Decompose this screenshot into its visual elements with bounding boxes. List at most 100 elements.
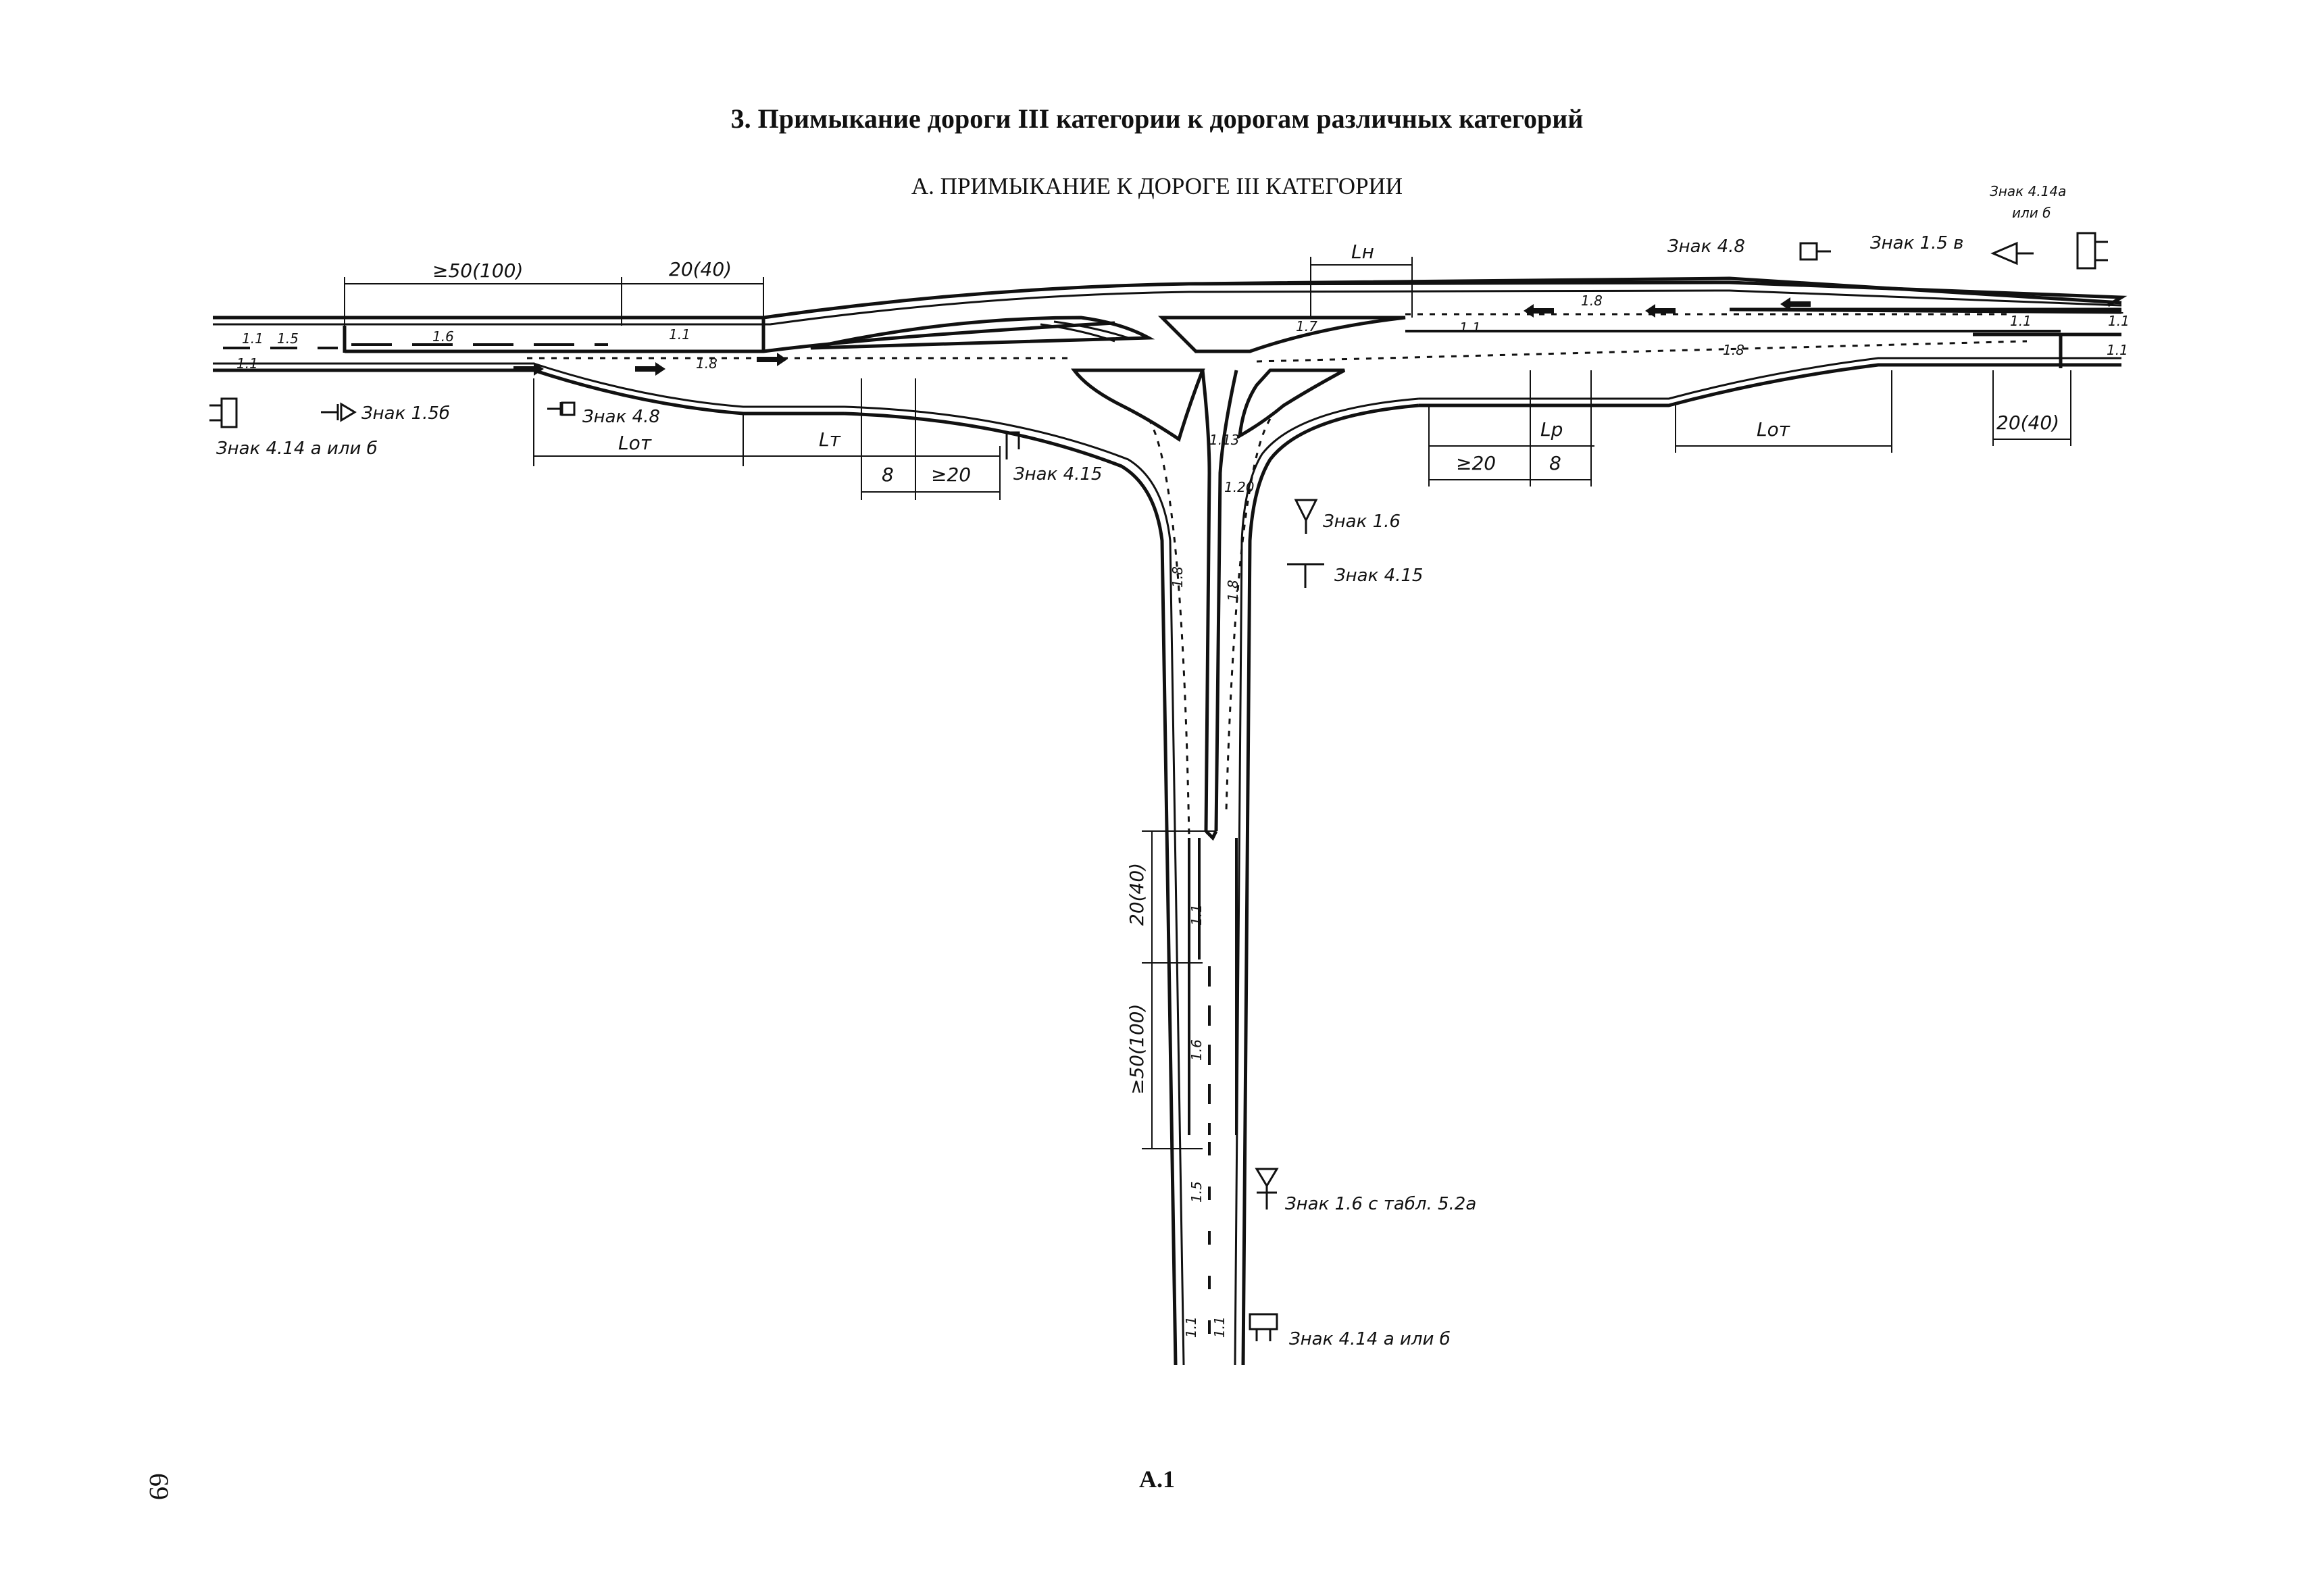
sign-15b-icon: [321, 402, 357, 422]
label-m-1-6-a: 1.6: [432, 328, 454, 345]
label-znak-414-left: Знак 4.14 а или б: [216, 439, 378, 459]
sign-48-left-icon: [547, 402, 562, 416]
label-m-1-5-b: 1.5: [1188, 1181, 1205, 1203]
main-road-upper-right: [1188, 276, 2122, 305]
label-m-1-8-d: 1.8: [1169, 566, 1186, 588]
label-znak-415-left: Знак 4.15: [1013, 464, 1102, 484]
arrow-left-3: [1780, 297, 1811, 311]
sec-road-right-edge: [1241, 403, 1419, 1366]
label-m-1-5-a: 1.5: [277, 330, 299, 347]
secondary-road: [844, 370, 1419, 1366]
sign-15v-icon: [1990, 241, 2034, 266]
label-m-1-1-i: 1.1: [1183, 1316, 1199, 1338]
arrow-right-2: [635, 362, 665, 376]
label-znak-15v: Знак 1.5 в: [1870, 233, 1964, 253]
label-dim-Lot-right: Lот: [1757, 418, 1790, 441]
sign-414-right-icon: [2076, 232, 2096, 270]
sign-414-bottom-icon: [1249, 1313, 1278, 1330]
label-znak-16: Знак 1.6: [1323, 512, 1401, 532]
label-dim-Lp: Lр: [1540, 418, 1563, 441]
sec-road-divider-right: [1214, 370, 1238, 832]
label-znak-415-right: Знак 4.15: [1334, 566, 1423, 586]
label-znak-48-left: Знак 4.8: [582, 407, 660, 427]
label-dim-8-left: 8: [882, 464, 894, 486]
label-dim-Lt: Lт: [819, 428, 841, 451]
sign-16-icon: [1294, 499, 1318, 534]
label-dim-ge20-right: ≥20: [1456, 452, 1496, 474]
label-dim-50-100-vert: ≥50(100): [1126, 1004, 1148, 1095]
label-dim-20-40-right: 20(40): [1996, 412, 2059, 434]
main-road-bottom-edge-left: [213, 368, 845, 416]
sec-road-divider-tip: [1205, 830, 1218, 841]
sign-48-right-icon: [1799, 242, 1818, 261]
label-m-1-1-a: 1.1: [242, 330, 263, 347]
label-m-1-7: 1.7: [1296, 318, 1317, 334]
sign-labels: Знак 4.8 Знак 1.5б Знак 4.14 а или б Зна…: [216, 183, 2066, 1349]
label-znak-414-right-1: Знак 4.14а: [1990, 183, 2066, 199]
label-znak-16-table: Знак 1.6 с табл. 5.2а: [1285, 1194, 1476, 1214]
sign-415-left-icon: [1005, 431, 1020, 459]
main-road: [213, 276, 2128, 416]
main-road-bottom-edge-right: [1419, 363, 2121, 407]
left-taper-island: [810, 316, 1155, 350]
section-subtitle: А. ПРИМЫКАНИЕ К ДОРОГЕ III КАТЕГОРИИ: [911, 173, 1403, 199]
label-m-1-1-c: 1.1: [669, 326, 690, 343]
arrow-right-3: [757, 353, 787, 366]
label-m-1-6-b: 1.6: [1188, 1039, 1205, 1061]
sec-road-left-edge: [844, 412, 1178, 1366]
label-m-1-1-j: 1.1: [1211, 1316, 1228, 1338]
dimension-lines: [344, 257, 2071, 1149]
label-dim-ge20-left: ≥20: [931, 464, 971, 486]
label-m-1-1-d: 1.1: [1459, 320, 1481, 336]
sign-414-left-icon: [220, 397, 238, 428]
main-road-top-edge-inner: [213, 289, 2122, 326]
label-znak-48-right: Знак 4.8: [1667, 236, 1745, 257]
label-dim-Ln: Lн: [1351, 241, 1374, 263]
label-dim-20-40-top: 20(40): [669, 258, 732, 280]
label-m-1-1-g: 1.1: [2107, 342, 2128, 358]
label-m-1-8-b: 1.8: [1581, 293, 1603, 309]
main-road-bottom-edge-right-inner: [1419, 357, 2121, 400]
label-m-1-8-e: 1.8: [1225, 580, 1241, 601]
sec-road-lane-guide-right: [1225, 418, 1272, 812]
arrow-left-1: [1524, 304, 1554, 318]
sec-road-divider-left: [1201, 370, 1211, 832]
label-m-1-1-h: 1.1: [1188, 904, 1205, 926]
right-taper-island: [1157, 316, 1406, 353]
sec-road-lane-guide-left: [1147, 418, 1190, 839]
islands: [810, 316, 1406, 442]
label-m-1-1-b: 1.1: [236, 355, 258, 372]
label-dim-50-100-top: ≥50(100): [432, 259, 523, 282]
label-dim-8-right: 8: [1549, 452, 1561, 474]
sign-symbols: [209, 232, 2108, 1341]
left-taper-hatch-2: [1040, 323, 1115, 343]
main-road-top-edge: [213, 280, 2128, 320]
left-triangle-island: [1071, 368, 1205, 442]
sign-415-right-icon: [1287, 563, 1324, 588]
sign-16-table-icon: [1255, 1168, 1279, 1210]
arrow-left-2: [1645, 304, 1676, 318]
right-triangle-island: [1237, 368, 1346, 439]
label-znak-414-right-2: или б: [2012, 205, 2051, 221]
label-znak-414-bottom: Знак 4.14 а или б: [1289, 1329, 1451, 1349]
label-dim-20-40-vert: 20(40): [1126, 863, 1148, 926]
label-m-1-1-e: 1.1: [2010, 313, 2032, 329]
dimension-labels: ≥50(100) 20(40) Lн Lот Lт 8 ≥20 ≥20 8 Lр…: [432, 241, 2059, 1095]
label-m-1-1-f: 1.1: [2108, 313, 2130, 329]
page-number: 69: [144, 1473, 174, 1500]
sec-road-right-edge-inner: [1234, 397, 1419, 1366]
label-m-1-8-c: 1.8: [1723, 342, 1744, 358]
main-road-markings: [223, 297, 2061, 376]
label-m-1-20: 1.20: [1224, 479, 1255, 495]
arrow-right-1: [513, 362, 544, 376]
figure-label: А.1: [1139, 1466, 1175, 1493]
label-m-1-13: 1.13: [1209, 432, 1240, 448]
label-znak-15b: Знак 1.5б: [361, 403, 450, 424]
page-title: 3. Примыкание дороги III категории к дор…: [730, 103, 1584, 134]
label-m-1-8-a: 1.8: [696, 355, 718, 372]
main-road-bottom-edge-left-inner: [213, 362, 845, 408]
marking-labels: 1.1 1.5 1.1 1.6 1.1 1.8 1.7 1.1 1.8 1.8 …: [236, 293, 2130, 1338]
main-road-top-right-2: [1729, 307, 2122, 314]
